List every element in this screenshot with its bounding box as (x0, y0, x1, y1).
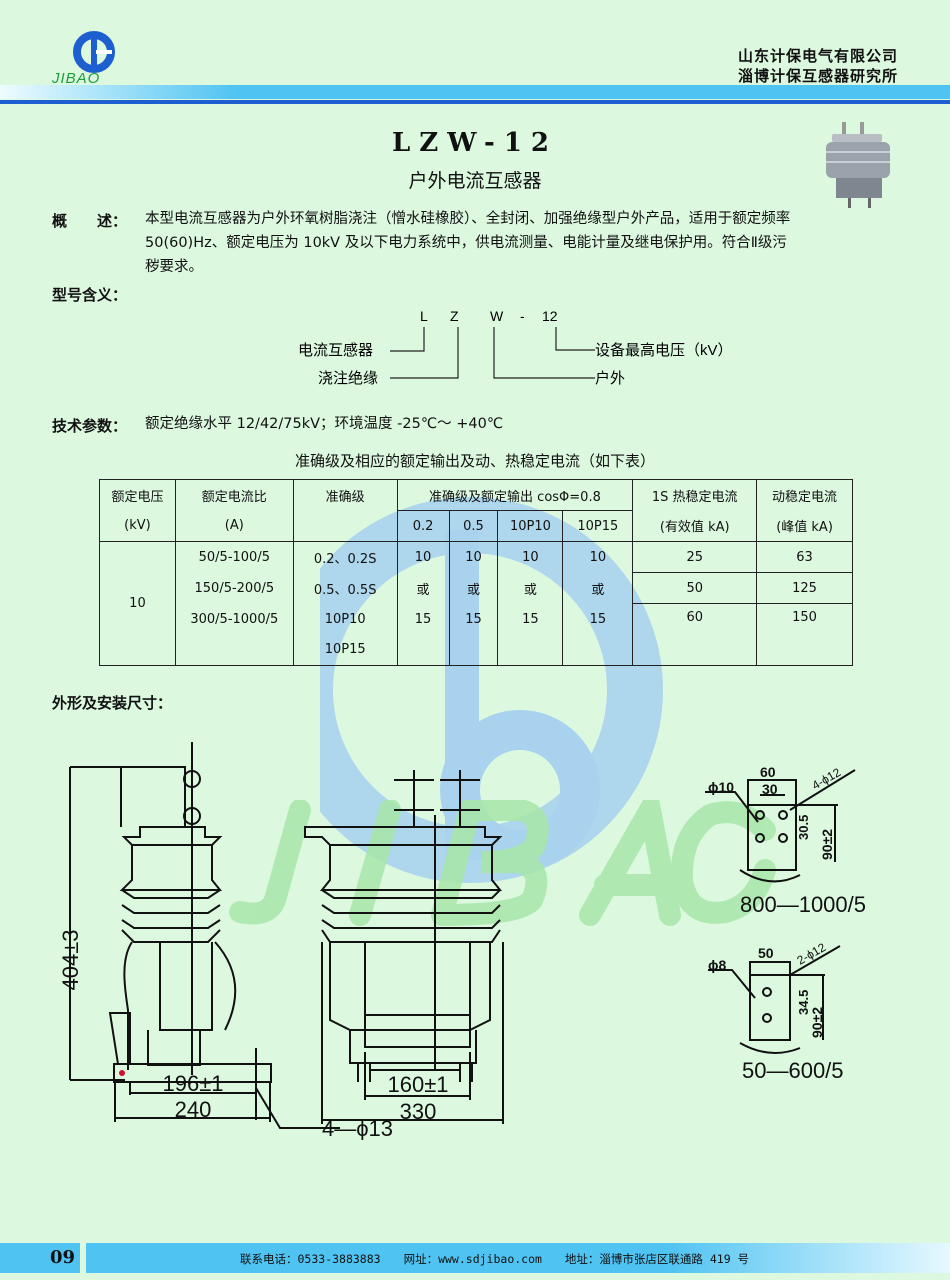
header-line (0, 100, 950, 104)
cell-accuracy: 10P15 (292, 634, 398, 666)
th-output: 准确级及额定输出 cosΦ=0.8 (396, 479, 634, 511)
product-model: LZW-12 (391, 128, 558, 158)
footer-contact: 联系电话：0533-3883883 网址：www.sdjibao.com 地址：… (240, 1252, 750, 1266)
cell-dynamic: 125 (756, 572, 853, 604)
dims-label: 外形及安装尺寸： (52, 694, 173, 712)
th-thermal: 1S 热稳定电流 (632, 479, 758, 511)
company-name: 山东计保电气有限公司淄博计保互感器研究所 (738, 46, 898, 86)
d2-h34: 34.5 (796, 990, 811, 1015)
d2-d8: ϕ8 (708, 957, 726, 973)
cell-output: 10 (396, 541, 450, 573)
cell-output: 或 (448, 572, 499, 604)
letter-dash: - (520, 308, 525, 324)
overview-text: 本型电流互感器为户外环氧树脂浇注（憎水硅橡胶）、全封闭、加强绝缘型户外产品，适用… (145, 211, 791, 275)
tech-label: 技术参数： (52, 417, 128, 435)
cell-output: 或 (497, 572, 564, 604)
cell-thermal: 50 (632, 572, 758, 604)
header-band (0, 85, 950, 99)
dim-holes: 4—ϕ13 (322, 1116, 393, 1140)
meaning-l: 电流互感器 (298, 342, 373, 359)
tech-text: 额定绝缘水平 12/42/75kV；环境温度 -25℃～ +40℃ (145, 416, 504, 432)
cell-ratio: 150/5-200/5 (174, 572, 294, 604)
dim-160: 160±1 (387, 1072, 448, 1097)
cell-output: 15 (396, 603, 450, 635)
letter-w: W (490, 308, 504, 324)
cell-dynamic: 150 (756, 603, 853, 666)
cell-blank (396, 634, 450, 666)
cell-dynamic: 63 (756, 541, 853, 573)
cell-blank (448, 634, 499, 666)
th-dynamic: 动稳定电流 (756, 479, 853, 511)
meaning-w: 户外 (595, 370, 625, 387)
dim-240: 240 (175, 1097, 212, 1122)
cell-voltage: 10 (99, 541, 176, 666)
meaning-v: 设备最高电压（kV） (595, 342, 733, 359)
cell-ratio: 50/5-100/5 (174, 541, 294, 573)
th-accuracy-blank (292, 510, 398, 542)
table-caption: 准确级及相应的额定输出及动、热稳定电流（如下表） (294, 452, 655, 470)
logo-text: JIBAO (52, 70, 101, 87)
spec-table: 额定电压 额定电流比 准确级 准确级及额定输出 cosΦ=0.8 1S 热稳定电… (99, 479, 853, 666)
cell-output: 15 (448, 603, 499, 635)
footer-separator (80, 1243, 86, 1280)
cell-thermal: 60 (632, 603, 758, 666)
th-c2: 0.5 (448, 510, 499, 542)
th-c4: 10P15 (562, 510, 634, 542)
cell-thermal: 25 (632, 541, 758, 573)
cell-output: 10 (448, 541, 499, 573)
cell-output: 或 (396, 572, 450, 604)
th-dynamic-unit: (峰值 kA) (756, 510, 853, 542)
terminal-drawings: 60 30 ϕ10 4-ϕ12 30.5 90±2 50 ϕ8 2-ϕ12 34… (705, 764, 866, 1083)
d1-d10: ϕ10 (708, 779, 734, 795)
th-thermal-unit: (有效值 kA) (632, 510, 758, 542)
cell-accuracy: 0.2、0.2S (292, 541, 398, 573)
cell-accuracy: 0.5、0.5S (292, 572, 398, 604)
dim-330: 330 (400, 1099, 437, 1124)
cell-output: 15 (497, 603, 564, 635)
th-ratio-unit: (A) (174, 510, 294, 542)
footer-band (0, 1243, 950, 1273)
letter-l: L (420, 308, 428, 324)
product-name: 户外电流互感器 (408, 170, 542, 192)
model-meaning-label: 型号含义： (52, 286, 128, 304)
cell-accuracy: 10P10 (292, 603, 398, 635)
d1-w30: 30 (762, 781, 778, 797)
th-voltage-unit: (kV) (99, 510, 176, 542)
outline-drawing: 404±3 196±1 240 4—ϕ13 160±1 330 (58, 742, 504, 1140)
dim-196: 196±1 (162, 1071, 223, 1096)
d1-title: 800—1000/5 (740, 892, 866, 917)
th-c1: 0.2 (396, 510, 450, 542)
letter-12: 12 (542, 308, 558, 324)
cell-output: 或 (562, 572, 634, 604)
company-name-1: 山东计保电气有限公司 (737, 47, 898, 65)
d1-h30: 30.5 (796, 815, 811, 840)
page-number: 09 (50, 1247, 76, 1268)
cell-blank (562, 634, 634, 666)
cell-output: 15 (562, 603, 634, 635)
th-voltage: 额定电压 (99, 479, 176, 511)
letter-z: Z (450, 308, 459, 324)
cell-output: 10 (562, 541, 634, 573)
cell-output: 10 (497, 541, 564, 573)
dim-height: 404±3 (58, 929, 83, 990)
th-accuracy: 准确级 (292, 479, 398, 511)
product-photo (826, 122, 890, 208)
th-c3: 10P10 (497, 510, 564, 542)
d1-w60: 60 (760, 764, 776, 780)
model-diagram: L Z W - 12 电流互感器 浇注绝缘 户外 设备最高电压（kV） (298, 308, 733, 387)
d1-h90: 90±2 (819, 829, 835, 860)
overview-label: 概 述： (52, 212, 128, 230)
d2-title: 50—600/5 (742, 1058, 844, 1083)
th-ratio: 额定电流比 (174, 479, 294, 511)
meaning-z: 浇注绝缘 (318, 370, 378, 387)
d2-h90: 90±2 (809, 1007, 825, 1038)
d2-w50: 50 (758, 945, 774, 961)
company-logo (73, 31, 115, 73)
cell-blank (174, 634, 294, 666)
cell-ratio: 300/5-1000/5 (174, 603, 294, 635)
company-name-2: 淄博计保互感器研究所 (737, 67, 898, 85)
cell-blank (497, 634, 564, 666)
